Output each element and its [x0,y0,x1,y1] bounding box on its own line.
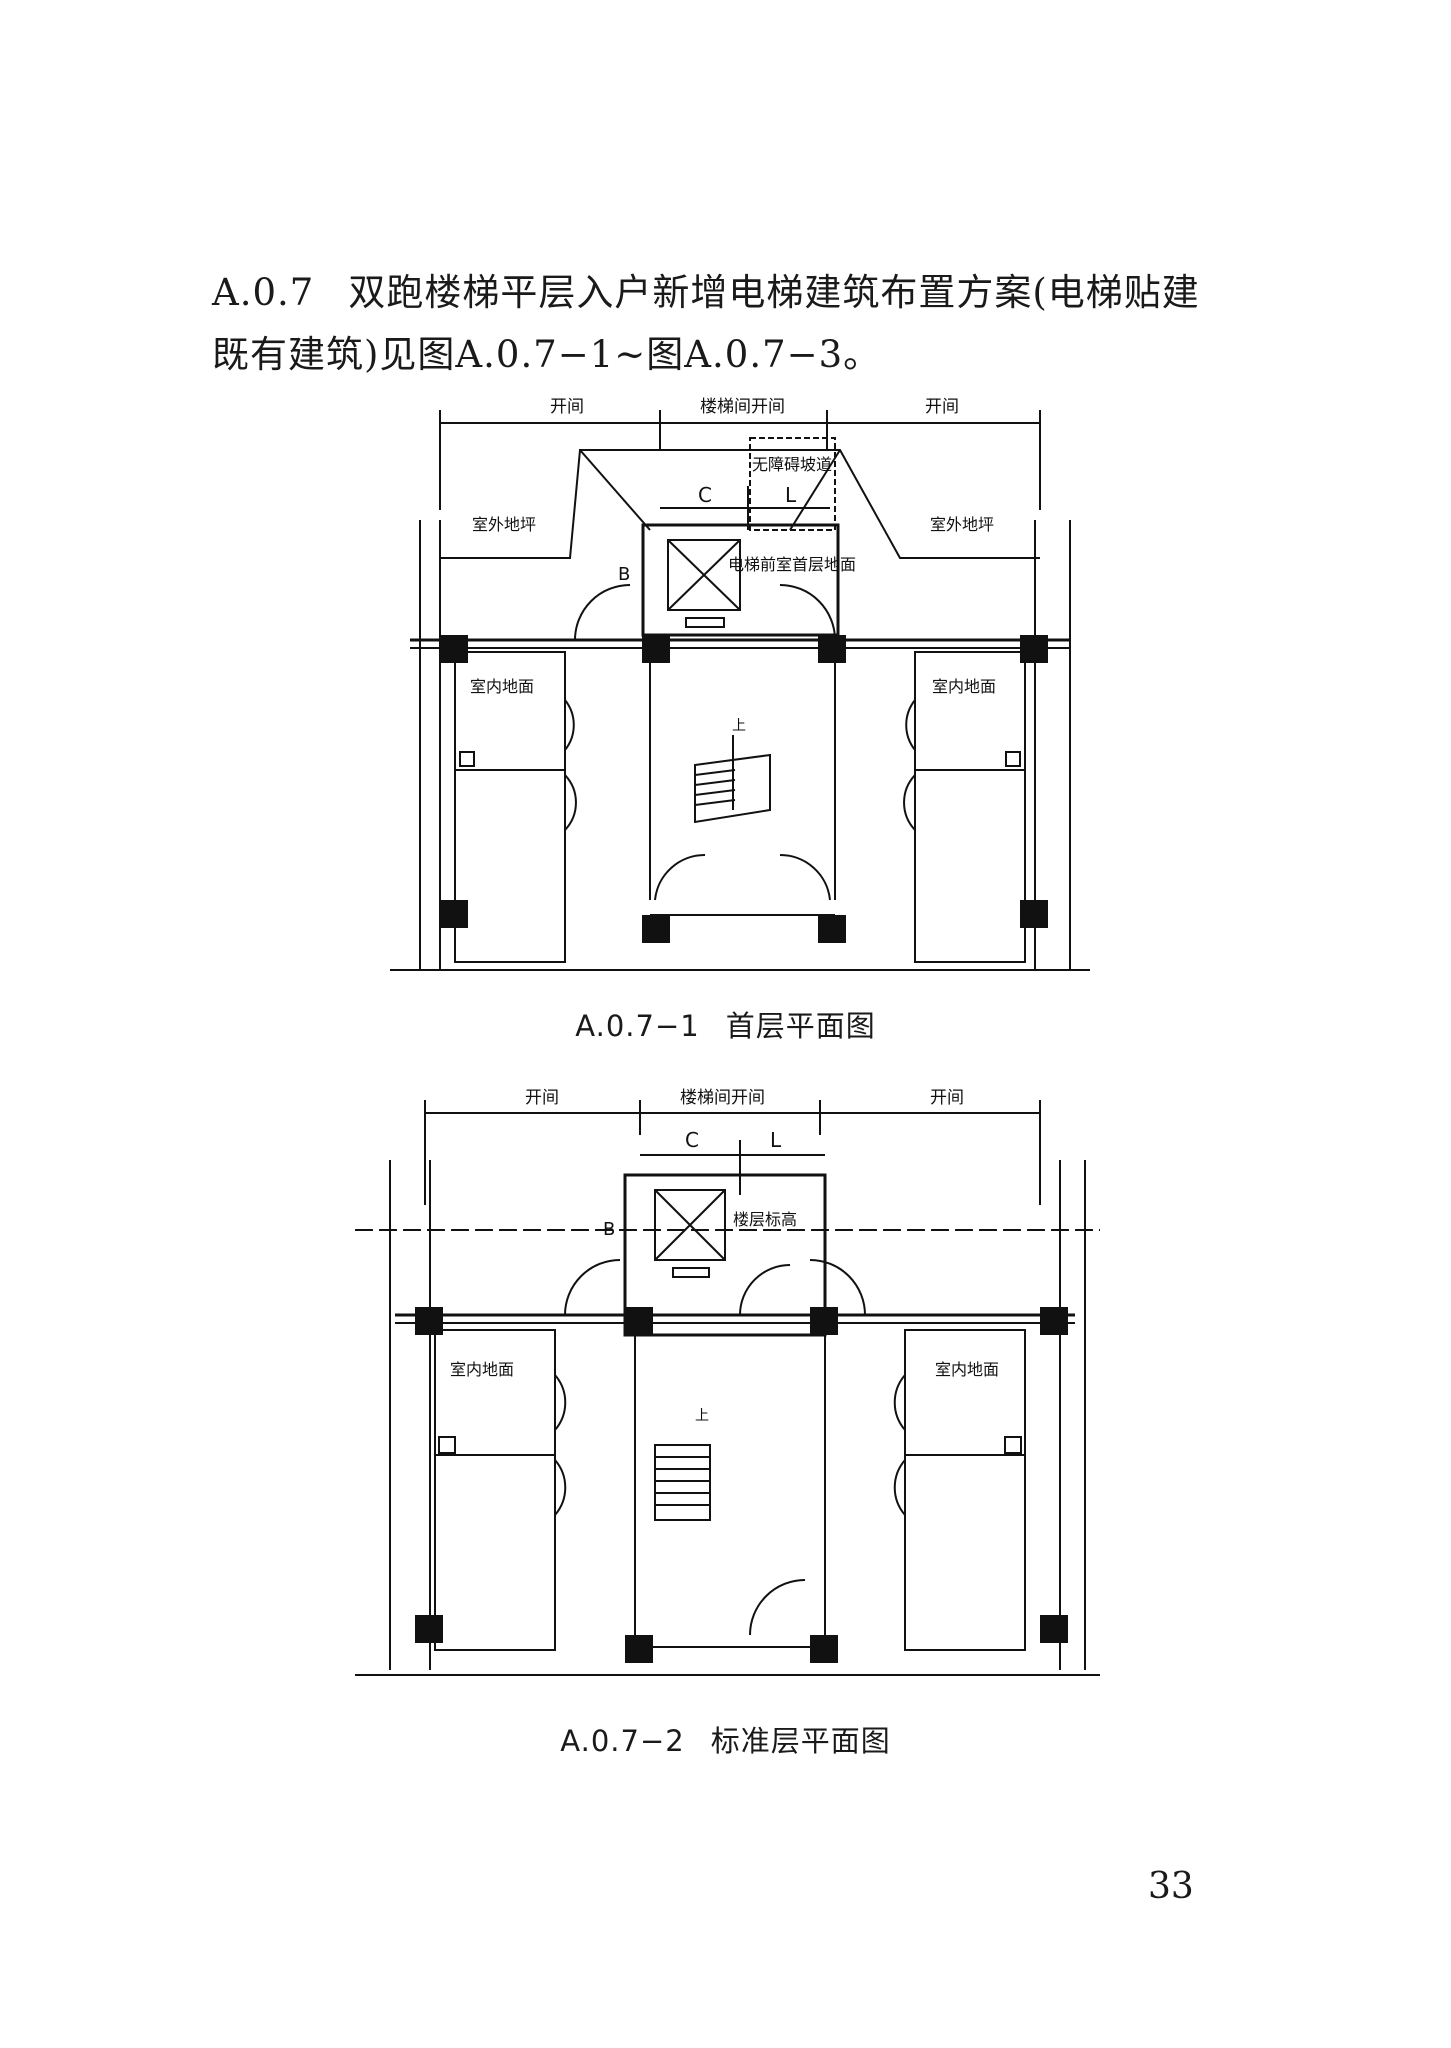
ground-floor-plan: 开间 楼梯间开间 开间 C L B 无障碍坡道 室外地坪 室外地坪 电梯前室首层… [390,397,1090,971]
outdoor-right-label: 室外地坪 [930,515,994,534]
figure-2-id: A.0.7−2 [560,1724,685,1758]
page-number: 33 [1148,1866,1194,1907]
standard-floor-plan: 开间 楼梯间开间 开间 C L B 楼层标高 室内地面 室内地面 上 [355,1088,1100,1676]
figure-1-id: A.0.7−1 [575,1009,700,1043]
indoor-left-label-2: 室内地面 [450,1360,514,1379]
dim-l-label: L [785,483,797,507]
stair-up-label: 上 [732,718,746,734]
intro-line-1: 双跑楼梯平层入户新增电梯建筑布置方案(电梯贴建 [348,271,1200,314]
indoor-right-label: 室内地面 [932,677,996,696]
dim-l-label-2: L [770,1128,782,1152]
bay-center-label: 楼梯间开间 [700,397,785,417]
intro-line-2: 既有建筑)见图A.0.7−1~图A.0.7−3。 [212,333,882,376]
bay-left-label: 开间 [550,397,584,417]
bay-right-label: 开间 [925,397,959,417]
lobby-label: 电梯前室首层地面 [728,555,856,574]
figure-2-caption: A.0.7−2 标准层平面图 [0,1718,1451,1760]
dim-c-label-2: C [685,1128,699,1152]
stair-up-label-2: 上 [695,1408,709,1424]
dim-b-label-2: B [603,1219,615,1240]
clause-number: A.0.7 [212,271,315,314]
dim-c-label: C [698,483,712,507]
outdoor-left-label: 室外地坪 [472,515,536,534]
indoor-right-label-2: 室内地面 [935,1360,999,1379]
bay-left-label-2: 开间 [525,1088,559,1108]
figure-1-caption: A.0.7−1 首层平面图 [0,1003,1451,1045]
figure-1-title: 首层平面图 [725,1009,876,1043]
intro-paragraph: A.0.7 双跑楼梯平层入户新增电梯建筑布置方案(电梯贴建 既有建筑)见图A.0.… [212,262,1252,386]
dim-b-label: B [618,564,630,585]
indoor-left-label: 室内地面 [470,677,534,696]
ramp-label: 无障碍坡道 [752,455,832,474]
figure-2-title: 标准层平面图 [710,1724,891,1758]
bay-center-label-2: 楼梯间开间 [680,1088,765,1108]
bay-right-label-2: 开间 [930,1088,964,1108]
floor-level-label: 楼层标高 [733,1210,797,1229]
